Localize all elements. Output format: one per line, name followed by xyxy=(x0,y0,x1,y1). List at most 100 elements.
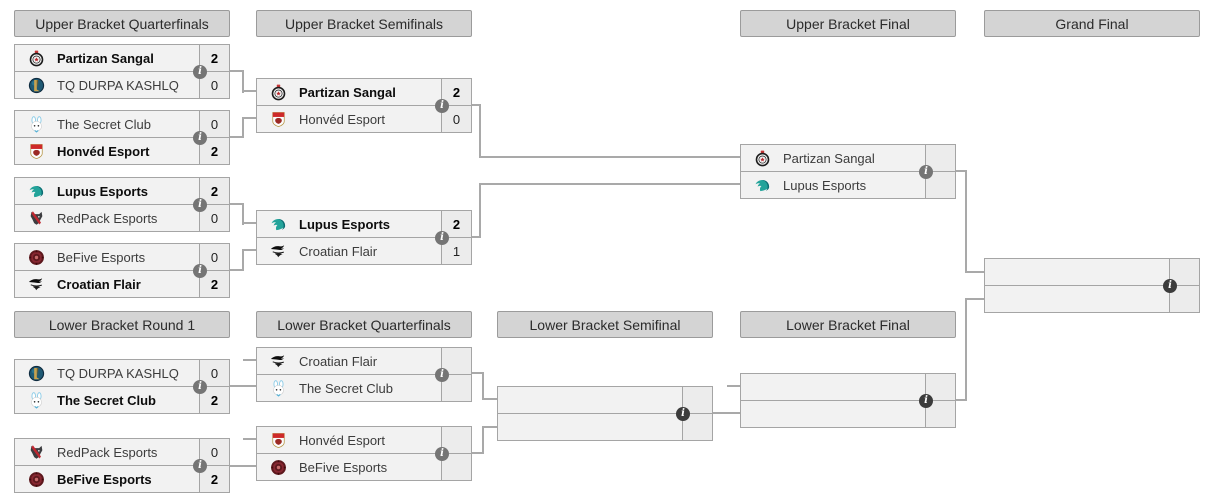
match-ub-quarterfinal-3: Lupus Esports 2 RedPack Esports 0 i xyxy=(14,177,230,232)
match-lb-quarterfinal-2: Honvéd Esport BeFive Esports i xyxy=(256,426,472,481)
match-info-icon[interactable]: i xyxy=(435,231,449,245)
team-name: TQ DURPA KASHLQ xyxy=(57,365,179,381)
connector-line xyxy=(242,249,244,271)
match-info-icon[interactable]: i xyxy=(435,368,449,382)
connector-line xyxy=(472,236,481,238)
partizan-sangal-logo-icon xyxy=(28,50,45,67)
team-name: Partizan Sangal xyxy=(299,84,396,100)
connector-line xyxy=(482,426,484,454)
team-name: Honvéd Esport xyxy=(299,432,385,448)
team-name: BeFive Esports xyxy=(57,249,146,265)
connector-line xyxy=(482,426,497,428)
lupus-esports-logo-icon xyxy=(754,177,771,194)
team-name: The Secret Club xyxy=(299,380,393,396)
team-row-lupus-esports[interactable]: Lupus Esports 2 xyxy=(15,178,229,204)
team-name: RedPack Esports xyxy=(57,444,158,460)
team-row-befive-esports[interactable]: BeFive Esports 0 xyxy=(15,244,229,270)
team-name: TQ DURPA KASHLQ xyxy=(57,77,179,93)
match-info-icon[interactable]: i xyxy=(435,99,449,113)
match-grand-final: i xyxy=(984,258,1200,313)
connector-line xyxy=(230,136,244,138)
match-info-icon[interactable]: i xyxy=(193,380,207,394)
connector-line xyxy=(230,269,244,271)
match-info-icon[interactable]: i xyxy=(193,131,207,145)
match-info-icon[interactable]: i xyxy=(676,407,690,421)
match-info-icon[interactable]: i xyxy=(1163,279,1177,293)
befive-esports-logo-icon xyxy=(270,459,287,476)
croatian-flair-logo-icon xyxy=(28,276,45,293)
header-lb-semifinal: Lower Bracket Semifinal xyxy=(497,311,713,338)
match-ub-semifinal-2: Lupus Esports 2 Croatian Flair 1 i xyxy=(256,210,472,265)
team-name: Lupus Esports xyxy=(57,183,149,199)
connector-line xyxy=(479,183,740,185)
match-lb-final: i xyxy=(740,373,956,428)
team-row-redpack-esports[interactable]: RedPack Esports 0 xyxy=(15,204,229,231)
partizan-sangal-logo-icon xyxy=(270,84,287,101)
match-ub-quarterfinal-4: BeFive Esports 0 Croatian Flair 2 i xyxy=(14,243,230,298)
team-name: The Secret Club xyxy=(57,116,151,132)
match-info-icon[interactable]: i xyxy=(193,264,207,278)
connector-line xyxy=(230,385,256,387)
connector-line xyxy=(230,70,244,72)
match-info-icon[interactable]: i xyxy=(193,65,207,79)
connector-line xyxy=(479,183,481,238)
connector-line xyxy=(482,398,497,400)
header-lb-round1: Lower Bracket Round 1 xyxy=(14,311,230,338)
redpack-esports-logo-icon xyxy=(28,444,45,461)
connector-line xyxy=(230,203,244,205)
befive-esports-logo-icon xyxy=(28,249,45,266)
header-ub-quarterfinals: Upper Bracket Quarterfinals xyxy=(14,10,230,37)
the-secret-club-logo-icon xyxy=(28,115,45,133)
lupus-esports-logo-icon xyxy=(270,216,287,233)
team-row-partizan-sangal[interactable]: Partizan Sangal 2 xyxy=(257,79,471,105)
header-ub-final: Upper Bracket Final xyxy=(740,10,956,37)
match-info-icon[interactable]: i xyxy=(919,165,933,179)
connector-line xyxy=(479,104,481,158)
match-info-icon[interactable]: i xyxy=(193,459,207,473)
connector-line xyxy=(479,156,740,158)
header-lb-quarterfinals: Lower Bracket Quarterfinals xyxy=(256,311,472,338)
team-name: RedPack Esports xyxy=(57,210,158,226)
connector-line xyxy=(242,117,244,138)
team-name: The Secret Club xyxy=(57,392,156,408)
befive-esports-logo-icon xyxy=(28,471,45,488)
team-row-croatian-flair[interactable]: Croatian Flair xyxy=(257,348,471,374)
match-ub-quarterfinal-1: Partizan Sangal 2 TQ DURPA KASHLQ 0 i xyxy=(14,44,230,99)
connector-line xyxy=(472,452,484,454)
connector-line xyxy=(242,117,256,119)
match-lb-round1-2: RedPack Esports 0 BeFive Esports 2 i xyxy=(14,438,230,493)
team-row-redpack-esports[interactable]: RedPack Esports 0 xyxy=(15,439,229,465)
croatian-flair-logo-icon xyxy=(270,353,287,370)
team-row-honved-esport[interactable]: Honvéd Esport xyxy=(257,427,471,453)
croatian-flair-logo-icon xyxy=(270,243,287,260)
header-lb-final: Lower Bracket Final xyxy=(740,311,956,338)
the-secret-club-logo-icon xyxy=(270,379,287,397)
match-lb-round1-1: TQ DURPA KASHLQ 0 The Secret Club 2 i xyxy=(14,359,230,414)
connector-line xyxy=(965,298,967,401)
team-row-tq-durpa-kashlq[interactable]: TQ DURPA KASHLQ 0 xyxy=(15,71,229,98)
team-score: 2 xyxy=(441,211,471,237)
match-info-icon[interactable]: i xyxy=(919,394,933,408)
team-row-lupus-esports[interactable]: Lupus Esports 2 xyxy=(257,211,471,237)
honved-esport-logo-icon xyxy=(270,111,287,128)
honved-esport-logo-icon xyxy=(270,432,287,449)
connector-line xyxy=(242,249,256,251)
connector-line xyxy=(242,203,244,225)
match-ub-semifinal-1: Partizan Sangal 2 Honvéd Esport 0 i xyxy=(256,78,472,133)
match-info-icon[interactable]: i xyxy=(193,198,207,212)
tq-durpa-kashlq-logo-icon xyxy=(28,365,45,382)
honved-esport-logo-icon xyxy=(28,143,45,160)
connector-line xyxy=(727,385,740,387)
connector-line xyxy=(472,372,484,374)
connector-line xyxy=(242,70,244,93)
team-name: Lupus Esports xyxy=(299,216,391,232)
match-info-icon[interactable]: i xyxy=(435,447,449,461)
redpack-esports-logo-icon xyxy=(28,210,45,227)
match-lb-semifinal: i xyxy=(497,386,713,441)
team-row-croatian-flair[interactable]: Croatian Flair 2 xyxy=(15,270,229,297)
team-row-honved-esport[interactable]: Honvéd Esport 0 xyxy=(257,105,471,132)
team-score: 2 xyxy=(199,271,229,297)
connector-line xyxy=(965,298,984,300)
team-row-befive-esports[interactable]: BeFive Esports xyxy=(257,453,471,480)
